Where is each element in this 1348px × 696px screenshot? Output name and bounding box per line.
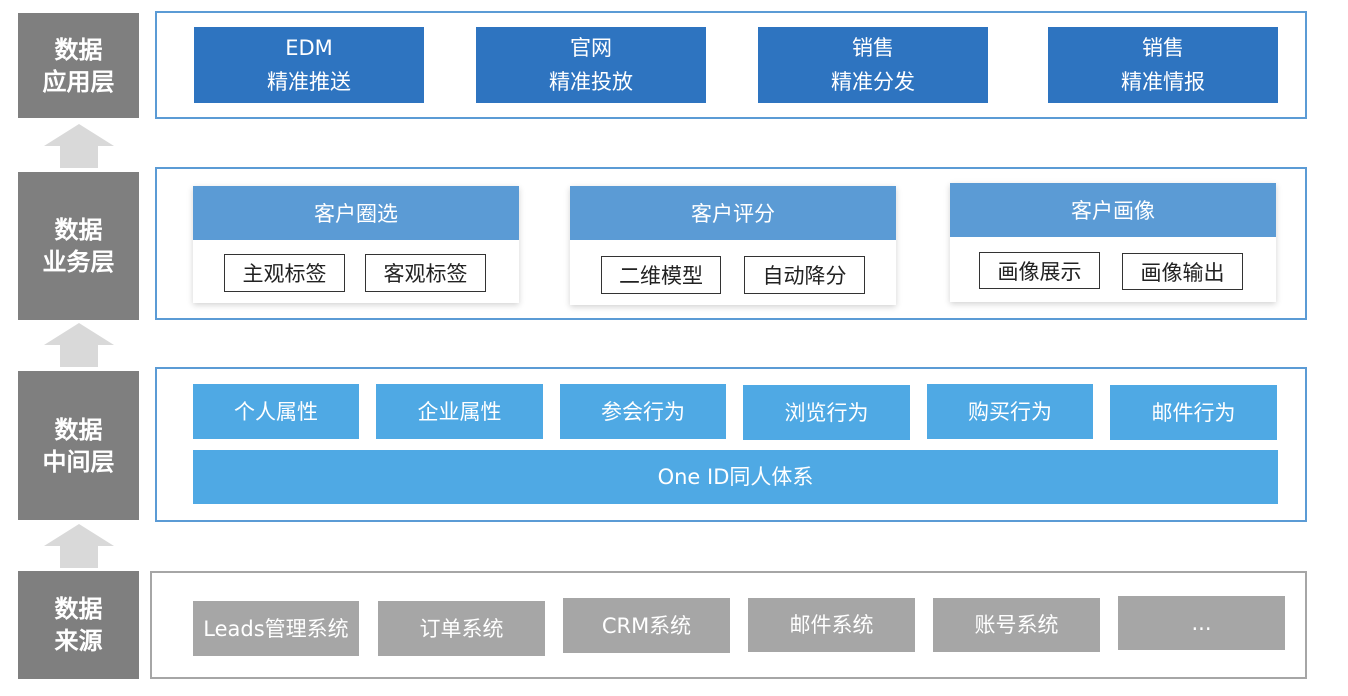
app-item-title: 销售: [852, 36, 894, 60]
app-item-sales-intelligence: 销售 精准情报: [1048, 27, 1278, 103]
app-item-title: EDM: [285, 36, 333, 60]
app-item-title: 销售: [1142, 36, 1184, 60]
app-item-sales-distribution: 销售 精准分发: [758, 27, 988, 103]
app-item-edm: EDM 精准推送: [194, 27, 424, 103]
up-arrow-icon: [44, 124, 114, 168]
attribute-box: 个人属性: [193, 384, 359, 439]
business-card-title: 客户圈选: [193, 186, 519, 240]
layer-label-line: 数据: [54, 415, 103, 444]
business-tag: 自动降分: [744, 256, 865, 294]
layer-label-middle: 数据 中间层: [18, 371, 139, 520]
up-arrow-icon: [44, 323, 114, 367]
business-tag: 二维模型: [601, 256, 721, 294]
app-item-subtitle: 精准情报: [1121, 70, 1205, 94]
app-item-website: 官网 精准投放: [476, 27, 706, 103]
business-card-title: 客户画像: [950, 183, 1276, 237]
app-item-title: 官网: [570, 36, 612, 60]
source-system-box: 邮件系统: [748, 598, 915, 652]
layer-label-line: 应用层: [42, 67, 115, 96]
business-tag: 客观标签: [365, 254, 486, 292]
layer-label-line: 数据: [54, 35, 103, 64]
layer-label-line: 业务层: [42, 248, 115, 276]
business-tag: 画像输出: [1122, 253, 1243, 290]
layer-label-line: 来源: [54, 627, 103, 655]
attribute-box: 购买行为: [927, 384, 1093, 439]
attribute-box: 浏览行为: [743, 385, 910, 440]
attribute-box: 参会行为: [560, 384, 726, 439]
attribute-box: 企业属性: [376, 384, 543, 439]
app-item-subtitle: 精准分发: [831, 70, 915, 94]
app-item-subtitle: 精准推送: [267, 70, 351, 94]
layer-label-line: 数据: [54, 216, 103, 244]
app-item-subtitle: 精准投放: [549, 70, 633, 94]
source-system-box: Leads管理系统: [193, 601, 359, 656]
source-system-box: 账号系统: [933, 598, 1100, 652]
up-arrow-icon: [44, 524, 114, 568]
source-system-box: ...: [1118, 596, 1285, 650]
layer-label-source: 数据 来源: [18, 571, 139, 679]
source-system-box: 订单系统: [378, 601, 545, 656]
one-id-system: One ID同人体系: [193, 450, 1278, 504]
business-tag: 画像展示: [979, 252, 1100, 289]
business-tag: 主观标签: [224, 254, 345, 292]
attribute-box: 邮件行为: [1110, 385, 1277, 440]
business-card-title: 客户评分: [570, 186, 896, 240]
layer-label-business: 数据 业务层: [18, 172, 139, 320]
layer-label-application: 数据 应用层: [18, 13, 139, 118]
layer-label-line: 中间层: [42, 447, 115, 476]
source-system-box: CRM系统: [563, 598, 730, 653]
layer-label-line: 数据: [54, 595, 103, 623]
